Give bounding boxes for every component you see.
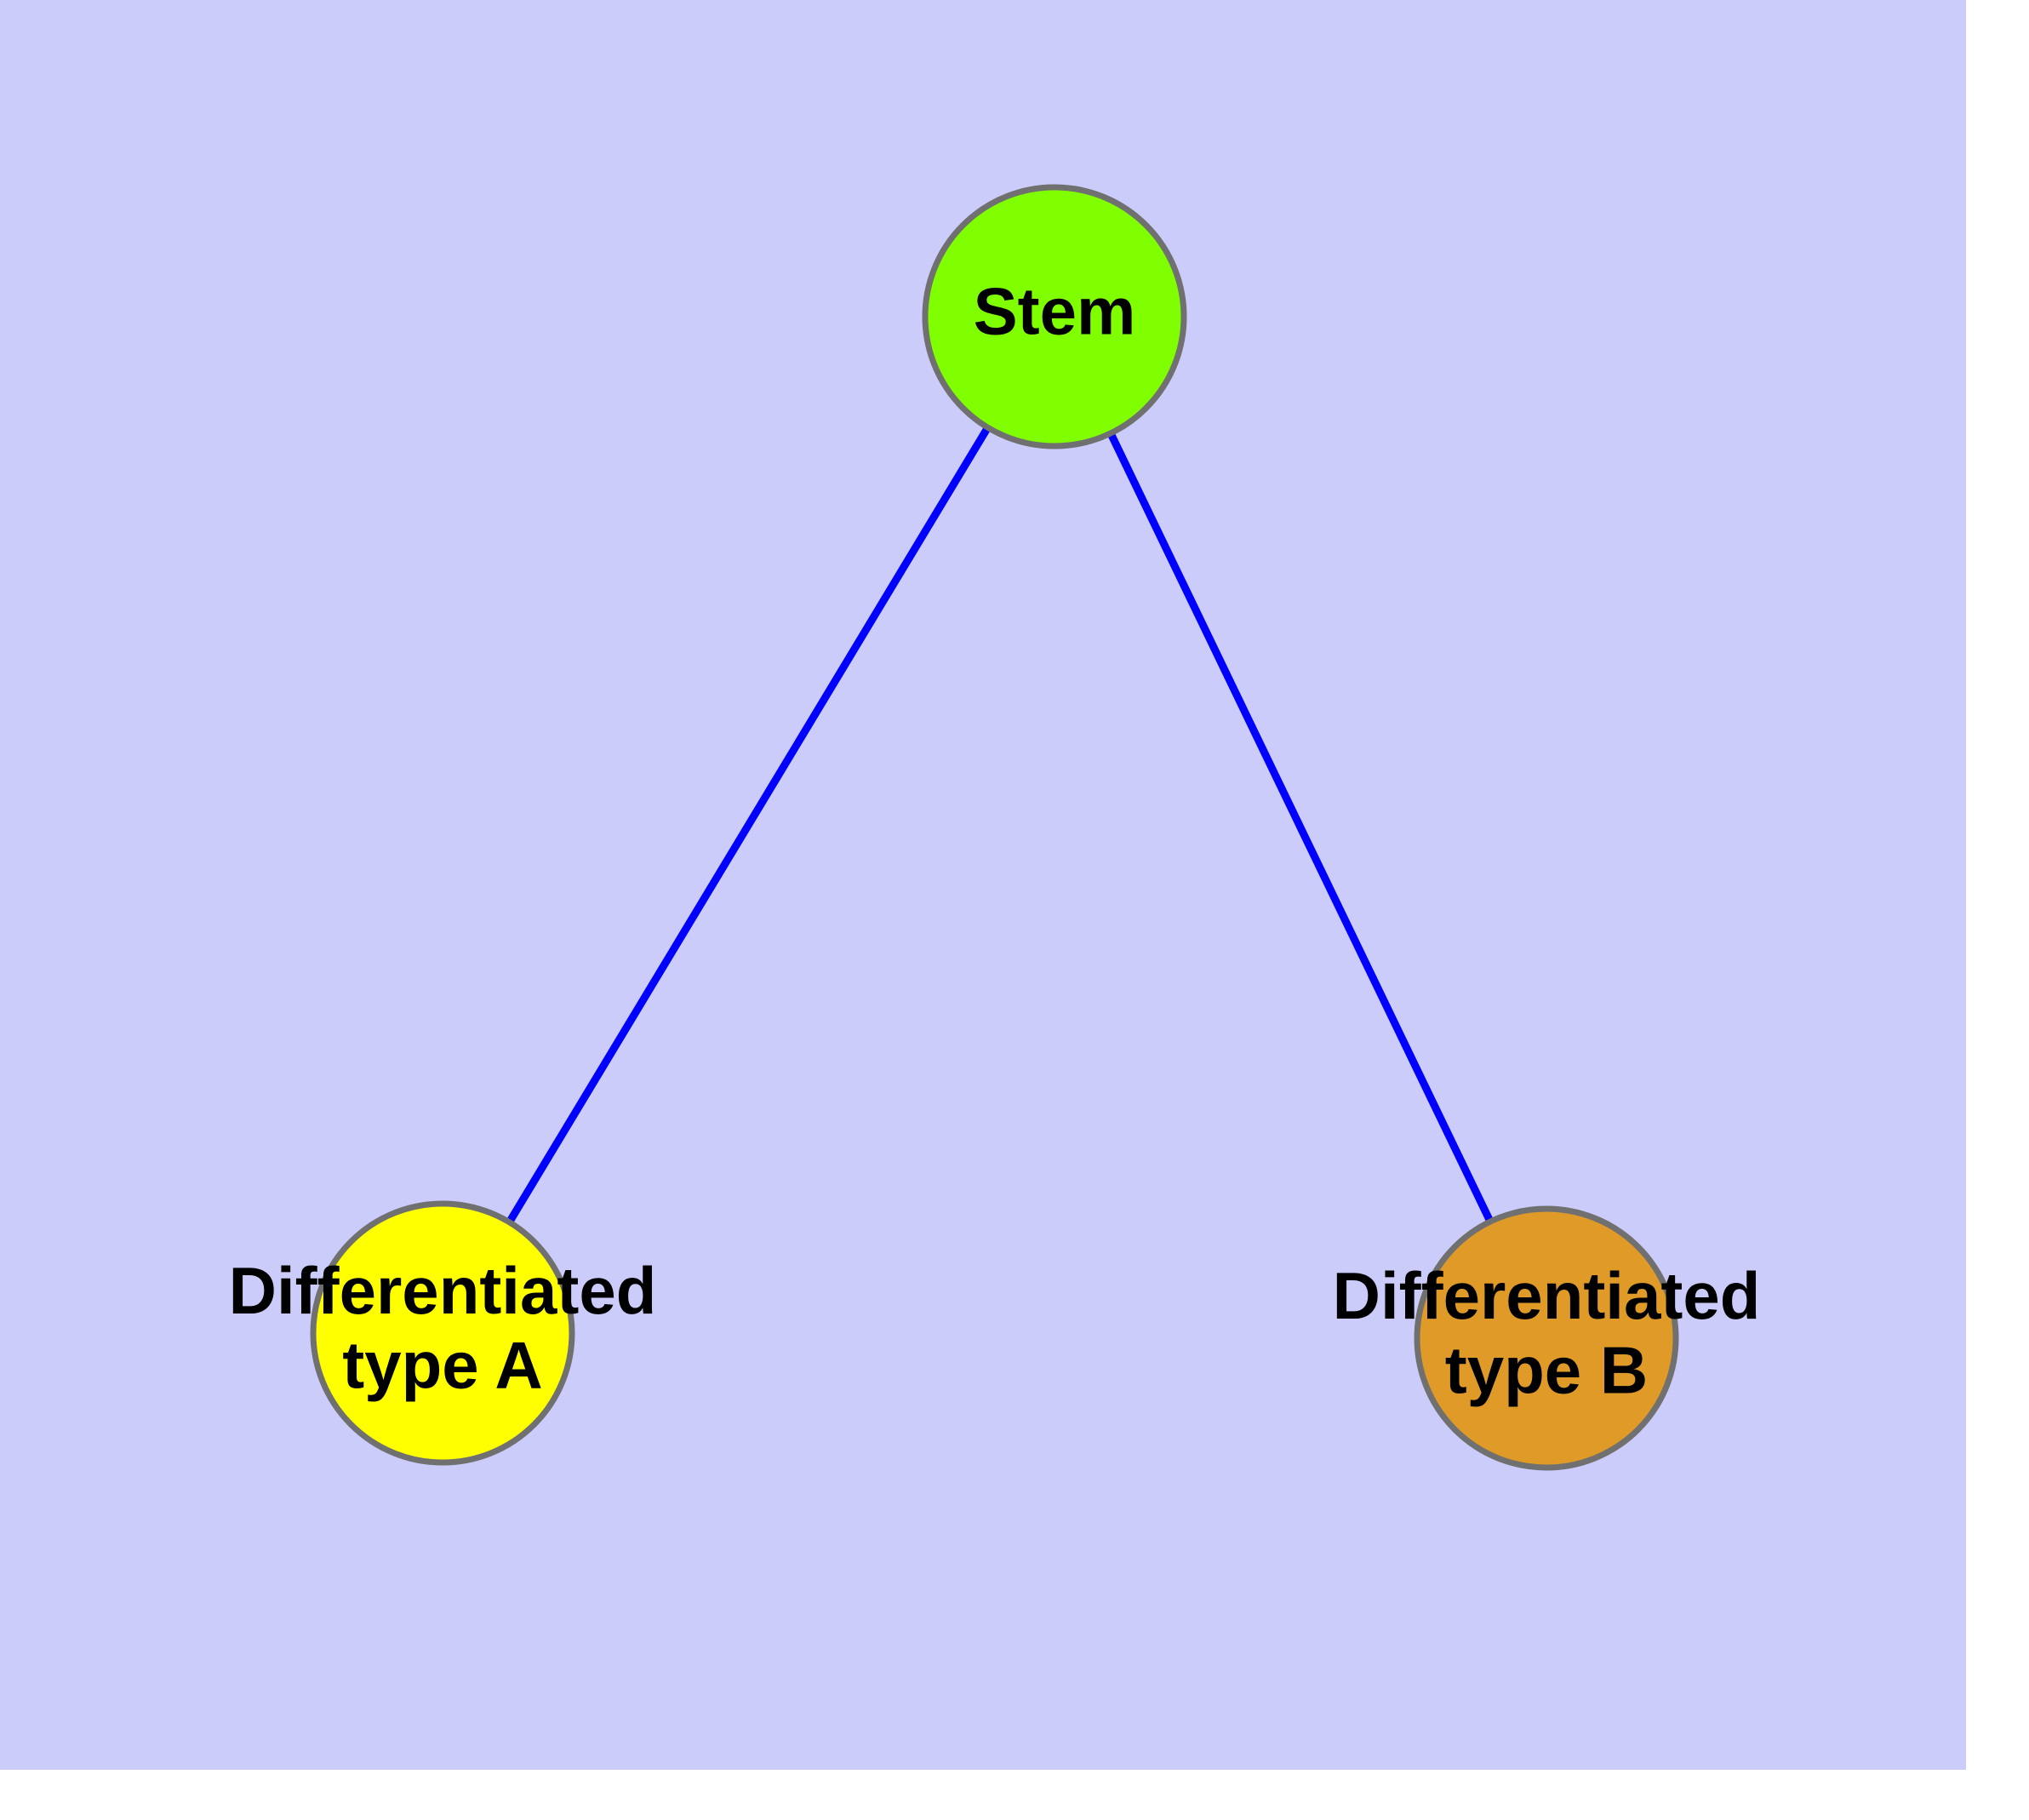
node-label-line: type B	[1445, 1332, 1648, 1407]
graph-node-stem[interactable]	[922, 184, 1187, 449]
node-label-line: type A	[342, 1327, 543, 1402]
node-label-line: Differentiated	[229, 1253, 657, 1328]
graph-edge-stem-to-diff_a[interactable]	[506, 426, 991, 1223]
graph-edge-stem-to-diff_b[interactable]	[1107, 432, 1494, 1222]
graph-node-diff_b[interactable]	[1414, 1205, 1679, 1471]
nodes-layer	[310, 184, 1679, 1471]
graph-node-diff_a[interactable]	[310, 1200, 575, 1466]
node-label-line: Differentiated	[1333, 1258, 1761, 1333]
node-label-line: Stem	[974, 274, 1136, 349]
graph-node-label-stem: Stem	[974, 274, 1136, 349]
edges-layer	[506, 426, 1494, 1223]
